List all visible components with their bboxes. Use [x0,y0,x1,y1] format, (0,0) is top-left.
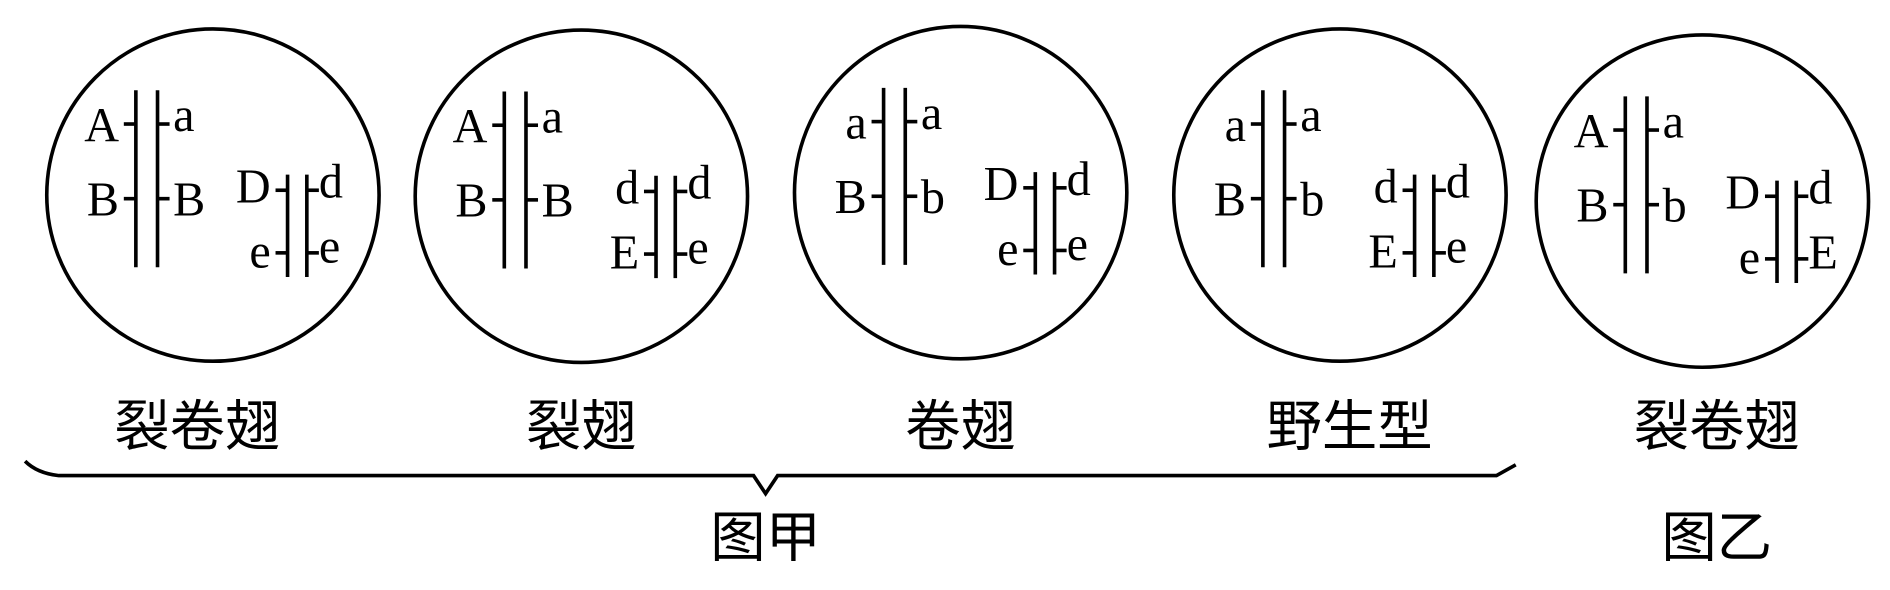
allele-label: A [84,99,119,152]
phenotype-label: 野生型 [1267,396,1433,460]
cell-membrane [44,27,381,364]
allele-label: B [1214,174,1246,227]
allele-label: d [1374,160,1398,213]
allele-label: D [236,160,271,213]
allele-label: d [319,155,343,208]
allele-label: a [845,96,866,149]
cell-membrane [1534,33,1871,370]
allele-label: e [687,222,708,275]
allele-label: B [87,174,119,227]
allele-label: B [455,175,487,228]
allele-label: e [1446,220,1467,273]
allele-label: a [173,89,194,142]
allele-label: b [1300,174,1324,227]
allele-label: D [984,158,1019,211]
allele-label: E [1808,227,1837,280]
allele-label: E [610,227,639,280]
allele-label: d [1808,161,1832,214]
allele-label: a [542,90,563,143]
allele-label: e [997,223,1018,276]
figure-yi-caption: 图乙 [1661,506,1772,570]
brace-figure-jia [23,459,1517,497]
phenotype-label: 裂翅 [526,396,637,460]
allele-label: b [921,171,945,224]
allele-label: a [1300,89,1321,142]
allele-label: B [542,175,574,228]
allele-label: d [1067,153,1091,206]
allele-label: a [1225,99,1246,152]
allele-label: b [1663,180,1687,233]
allele-label: e [319,220,340,273]
cell-membrane [1171,27,1508,364]
allele-label: e [1739,231,1760,284]
cell-membrane [792,24,1129,361]
allele-label: d [687,157,711,210]
allele-label: B [1576,180,1608,233]
phenotype-label: 裂卷翅 [1634,396,1800,460]
allele-label: e [1067,218,1088,271]
allele-label: d [615,161,639,214]
allele-label: A [453,100,488,153]
allele-label: B [173,174,205,227]
phenotype-label: 卷翅 [905,396,1016,460]
allele-label: e [249,225,270,278]
allele-label: B [835,171,867,224]
allele-label: a [921,87,942,140]
cell-membrane [413,28,750,365]
allele-label: a [1663,95,1684,148]
allele-label: d [1446,155,1470,208]
allele-label: A [1574,105,1609,158]
allele-label: E [1368,225,1397,278]
phenotype-label: 裂卷翅 [114,396,280,460]
allele-label: D [1725,166,1760,219]
figure-jia-caption: 图甲 [710,506,821,570]
